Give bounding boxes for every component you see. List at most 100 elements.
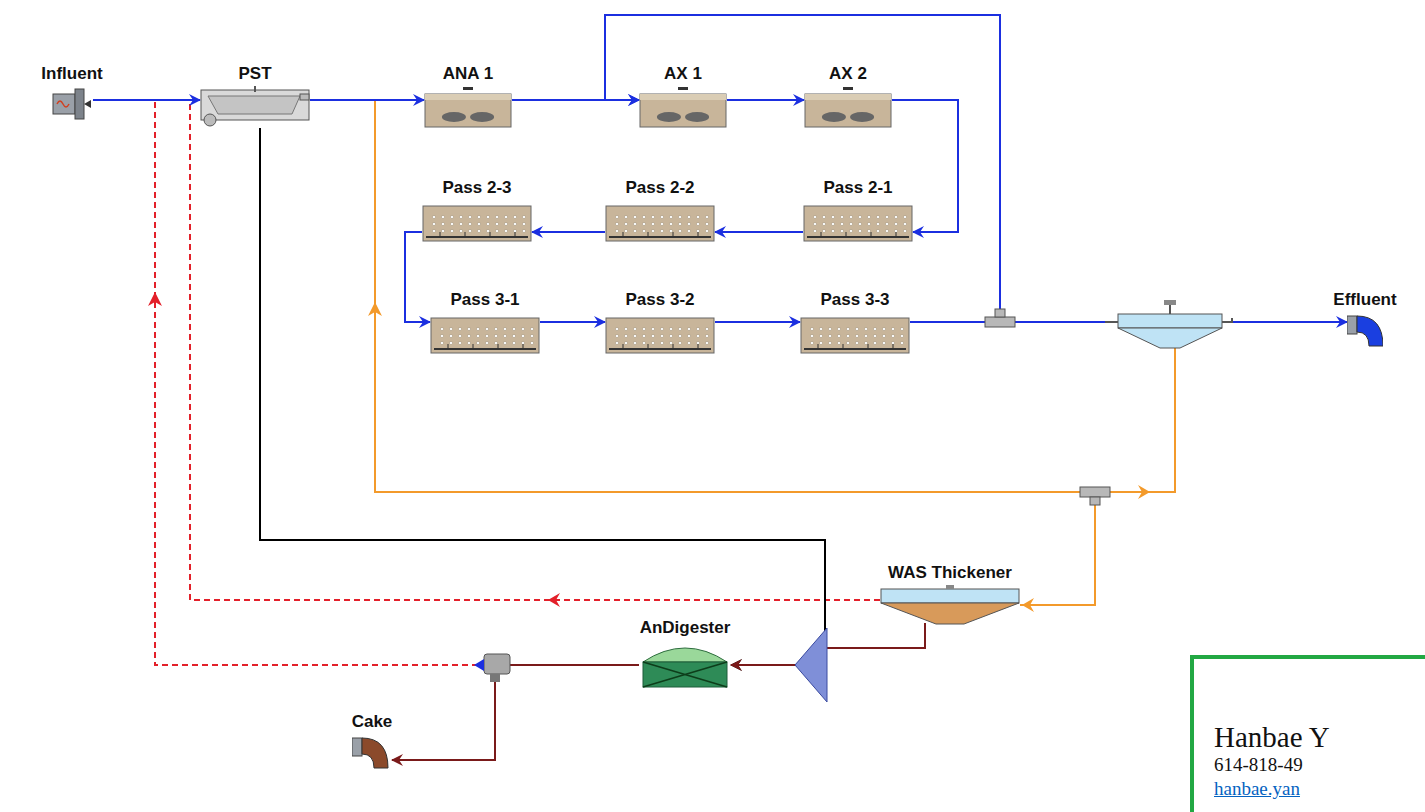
flow-connector bbox=[392, 665, 639, 760]
symbol-part bbox=[190, 100, 880, 600]
symbol-part bbox=[448, 344, 449, 349]
symbol-part bbox=[75, 89, 84, 119]
symbol-part bbox=[648, 232, 649, 237]
symbol-part bbox=[643, 662, 727, 687]
process-unit: Pass 2-3 bbox=[419, 178, 535, 242]
symbol-part bbox=[806, 324, 904, 346]
symbol-part bbox=[846, 232, 847, 237]
aer-icon bbox=[422, 200, 532, 242]
symbol-part bbox=[484, 654, 510, 674]
symbol-part bbox=[643, 662, 727, 687]
process-unit: Pass 2-2 bbox=[602, 178, 718, 242]
flow-connector bbox=[532, 231, 605, 233]
blend-tank bbox=[795, 628, 827, 702]
symbol-part bbox=[623, 344, 624, 349]
symbol-part bbox=[368, 302, 382, 316]
symbol-part bbox=[807, 236, 909, 238]
unit-label: Pass 2-1 bbox=[800, 178, 916, 198]
symbol-part bbox=[425, 94, 511, 127]
symbol-part bbox=[473, 344, 474, 349]
symbol-part bbox=[609, 348, 711, 350]
cake-icon bbox=[352, 734, 392, 776]
contact-phone: 614-818-49 bbox=[1214, 753, 1425, 777]
filtrate-line bbox=[155, 100, 880, 665]
process-unit: PST bbox=[197, 64, 313, 128]
symbol-part bbox=[201, 90, 309, 120]
symbol-part bbox=[352, 738, 362, 756]
process-unit: ANA 1 bbox=[421, 64, 515, 128]
symbol-part bbox=[673, 232, 674, 237]
process-unit: AnDigester bbox=[636, 618, 734, 688]
unit-label: Cake bbox=[349, 712, 396, 732]
contact-name: Hanbae Y bbox=[1214, 721, 1425, 753]
unit-label: Pass 3-1 bbox=[427, 290, 543, 310]
symbol-part bbox=[1105, 318, 1232, 322]
eff-icon bbox=[1347, 312, 1383, 348]
symbol-part bbox=[431, 318, 539, 353]
symbol-part bbox=[805, 94, 891, 127]
symbol-part bbox=[490, 674, 500, 682]
process-unit: Pass 3-2 bbox=[602, 290, 718, 354]
unit-label: PST bbox=[197, 64, 313, 84]
flow-connector bbox=[605, 15, 1000, 322]
symbol-part bbox=[1090, 497, 1100, 505]
symbol-part bbox=[426, 236, 528, 238]
symbol-part bbox=[795, 628, 827, 702]
symbol-part bbox=[208, 96, 300, 114]
symbol-part bbox=[946, 585, 954, 589]
symbol-part bbox=[818, 344, 819, 349]
symbol-part bbox=[474, 659, 484, 671]
flow-connector bbox=[715, 321, 800, 323]
symbol-part bbox=[881, 589, 1019, 603]
symbol-part bbox=[643, 648, 727, 662]
flow-splitter bbox=[985, 309, 1110, 505]
symbol-part bbox=[648, 344, 649, 349]
symbol-part bbox=[804, 206, 912, 241]
symbol-part bbox=[1347, 316, 1357, 334]
symbol-part bbox=[148, 292, 162, 306]
process-unit: Pass 3-1 bbox=[427, 290, 543, 354]
mix-icon bbox=[639, 86, 727, 128]
unit-label: Pass 3-3 bbox=[797, 290, 913, 310]
symbol-part bbox=[685, 112, 709, 122]
unit-label: Pass 2-2 bbox=[602, 178, 718, 198]
symbol-part bbox=[375, 100, 1175, 492]
unit-label: Influent bbox=[38, 64, 105, 84]
symbol-part bbox=[606, 206, 714, 241]
symbol-part bbox=[611, 324, 709, 346]
aer-icon bbox=[430, 312, 540, 354]
process-unit: AX 1 bbox=[636, 64, 730, 128]
symbol-part bbox=[985, 317, 1015, 327]
symbol-part bbox=[362, 738, 388, 768]
symbol-part bbox=[657, 112, 681, 122]
symbol-part bbox=[805, 94, 891, 100]
unit-label: WAS Thickener bbox=[877, 563, 1023, 583]
contact-box: Hanbae Y614-818-49hanbae.yan bbox=[1190, 655, 1425, 812]
unit-label: Effluent bbox=[1330, 290, 1399, 310]
symbol-part bbox=[698, 344, 699, 349]
symbol-part bbox=[640, 94, 726, 100]
process-unit: AX 2 bbox=[801, 64, 895, 128]
unit-label: AX 1 bbox=[636, 64, 730, 84]
symbol-part bbox=[428, 212, 526, 234]
symbol-part bbox=[698, 232, 699, 237]
symbol-part bbox=[821, 232, 822, 237]
symbol-part bbox=[850, 112, 874, 122]
process-unit: Effluent bbox=[1330, 290, 1399, 348]
flow-connector bbox=[310, 99, 424, 101]
dewatering-unit bbox=[474, 654, 510, 682]
aer-icon bbox=[605, 312, 715, 354]
flow-connector bbox=[405, 232, 430, 322]
symbol-part bbox=[1020, 492, 1095, 605]
symbol-part bbox=[254, 86, 256, 92]
pst-icon bbox=[200, 86, 310, 128]
process-unit: Pass 2-1 bbox=[800, 178, 916, 242]
symbol-part bbox=[893, 344, 894, 349]
flow-connector bbox=[93, 99, 200, 101]
symbol-part bbox=[465, 232, 466, 237]
symbol-part bbox=[1022, 598, 1034, 612]
symbol-part bbox=[436, 324, 534, 346]
symbol-part bbox=[442, 112, 466, 122]
symbol-part bbox=[515, 232, 516, 237]
